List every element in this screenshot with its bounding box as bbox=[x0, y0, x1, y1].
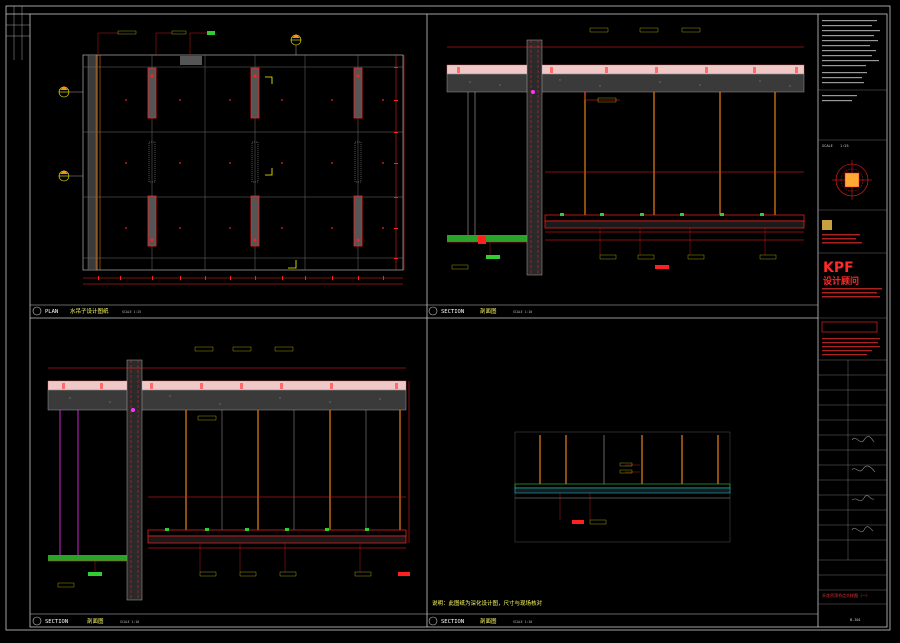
section-2-view bbox=[47, 346, 410, 601]
view-title-section-3: SECTION 剖面图 SCALE 1:10 bbox=[428, 616, 532, 626]
view-title-section-1-text: 剖面图 bbox=[480, 307, 497, 315]
view-label-plan: PLAN bbox=[45, 309, 58, 315]
view-title-section-3-text: 剖面图 bbox=[480, 617, 497, 625]
view-label-section-2: SECTION bbox=[45, 619, 68, 625]
kpf-logo-cn: 设计顾问 bbox=[823, 275, 859, 287]
view-title-section-2: SECTION 剖面图 SCALE 1:10 bbox=[32, 616, 139, 626]
view-title-plan: PLAN 水吊子设计图纸 SCALE 1:25 bbox=[32, 306, 141, 316]
plan-light-strips bbox=[147, 56, 363, 247]
title-block-scale-label: SCALE bbox=[822, 144, 833, 148]
section-marker-icon bbox=[58, 34, 302, 182]
view-scale-section-3: SCALE 1:10 bbox=[513, 620, 532, 624]
view-scale-section-1: SCALE 1:10 bbox=[513, 310, 532, 314]
compass-icon: SCALE 1:25 bbox=[822, 144, 872, 200]
drawing-note: 说明：此图纸为深化设计图，尺寸与现场核对 bbox=[432, 599, 543, 607]
title-block: SCALE 1:25 KPF 设计顾问 天花吊顶节点大样图（一） B-301 bbox=[818, 20, 887, 622]
view-scale-plan: SCALE 1:25 bbox=[122, 310, 141, 314]
title-block-scale-value: 1:25 bbox=[840, 144, 849, 148]
plan-view bbox=[58, 30, 405, 285]
section-1-tags bbox=[451, 27, 777, 270]
view-label-section-1: SECTION bbox=[441, 309, 464, 315]
drawing-title: 天花吊顶节点大样图（一） bbox=[822, 592, 870, 598]
view-scale-section-2: SCALE 1:10 bbox=[120, 620, 139, 624]
view-title-section-1: SECTION 剖面图 SCALE 1:10 bbox=[428, 306, 532, 316]
section-2-tags bbox=[57, 346, 410, 588]
drawing-number: B-301 bbox=[850, 618, 861, 622]
view-title-section-2-text: 剖面图 bbox=[87, 617, 104, 625]
section-1-view bbox=[446, 27, 805, 276]
view-title-plan-text: 水吊子设计图纸 bbox=[70, 307, 109, 315]
kpf-logo: KPF bbox=[823, 260, 854, 276]
view-label-section-3: SECTION bbox=[441, 619, 464, 625]
section-3-view bbox=[514, 431, 731, 543]
